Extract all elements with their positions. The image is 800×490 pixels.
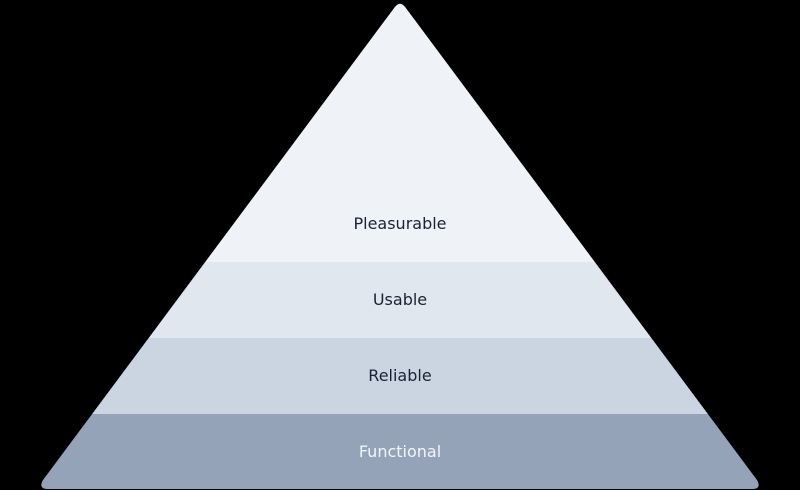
layer-reliable: [41, 338, 759, 414]
layer-functional: [41, 414, 759, 489]
layer-label-usable: Usable: [372, 290, 428, 309]
layer-label-reliable: Reliable: [368, 366, 432, 385]
layer-label-pleasurable: Pleasurable: [353, 214, 447, 233]
layer-label-functional: Functional: [358, 442, 442, 461]
